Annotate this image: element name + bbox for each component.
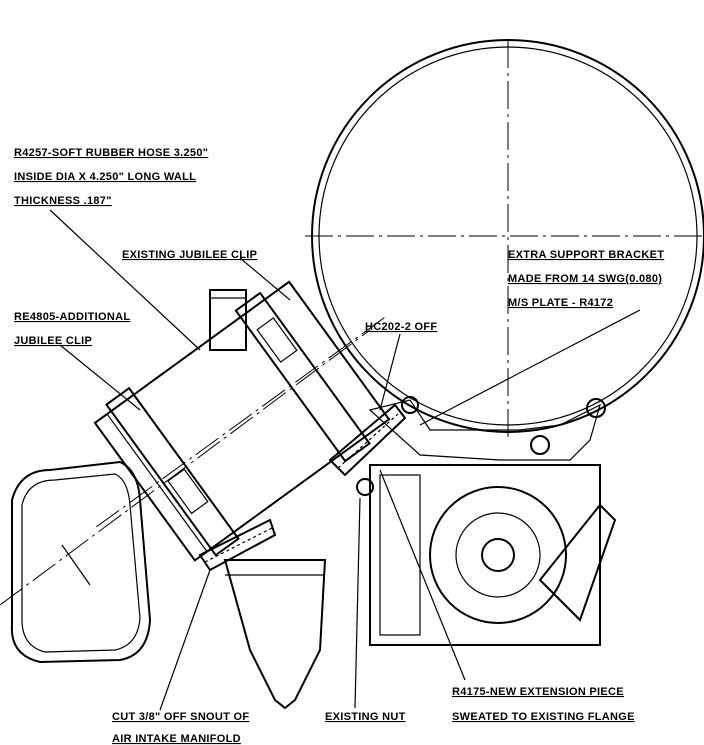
- svg-text:JUBILEE CLIP: JUBILEE CLIP: [14, 335, 92, 347]
- label-snout: CUT 3/8" OFF SNOUT OF AIR INTAKE MANIFOL…: [112, 711, 249, 745]
- leader-lines: [49, 209, 641, 711]
- clip-screw-top: [256, 317, 298, 363]
- label-bracket: EXTRA SUPPORT BRACKET MADE FROM 14 SWG(0…: [508, 249, 664, 309]
- label-hc202: HC202-2 OFF: [365, 321, 437, 333]
- svg-text:SWEATED TO EXISTING FLANGE: SWEATED TO EXISTING FLANGE: [452, 711, 635, 723]
- air-cleaner-canister: [305, 39, 704, 440]
- svg-text:RE4805-ADDITIONAL: RE4805-ADDITIONAL: [14, 311, 130, 323]
- svg-text:MADE FROM 14 SWG(0.080): MADE FROM 14 SWG(0.080): [508, 273, 662, 285]
- svg-text:R4175-NEW EXTENSION PIECE: R4175-NEW EXTENSION PIECE: [452, 686, 624, 698]
- svg-text:CUT 3/8" OFF SNOUT OF: CUT 3/8" OFF SNOUT OF: [112, 711, 249, 723]
- carburettor-body: [356, 464, 617, 646]
- label-existing-nut: EXISTING NUT: [325, 711, 406, 723]
- outlet-flange: [538, 503, 617, 622]
- existing-nut: [356, 478, 374, 496]
- float-chamber: [223, 559, 327, 710]
- svg-text:R4257-SOFT RUBBER HOSE 3.250": R4257-SOFT RUBBER HOSE 3.250": [14, 147, 208, 159]
- vertical-pipe-stub: [209, 289, 247, 351]
- svg-text:INSIDE DIA X 4.250" LONG WALL: INSIDE DIA X 4.250" LONG WALL: [14, 171, 196, 183]
- svg-text:M/S PLATE - R4172: M/S PLATE - R4172: [508, 297, 613, 309]
- label-hose: R4257-SOFT RUBBER HOSE 3.250" INSIDE DIA…: [14, 147, 208, 207]
- svg-text:EXTRA SUPPORT BRACKET: EXTRA SUPPORT BRACKET: [508, 249, 664, 261]
- label-additional-clip: RE4805-ADDITIONAL JUBILEE CLIP: [14, 311, 130, 347]
- svg-text:THICKNESS .187": THICKNESS .187": [14, 195, 112, 207]
- hatched-adapter: [198, 403, 407, 572]
- air-intake-snout: [0, 329, 371, 664]
- label-extension: R4175-NEW EXTENSION PIECE SWEATED TO EXI…: [452, 686, 635, 723]
- support-bracket: [368, 396, 606, 461]
- rubber-hose: [93, 280, 391, 562]
- label-existing-clip: EXISTING JUBILEE CLIP: [122, 249, 257, 261]
- clip-screw-bottom: [167, 468, 209, 515]
- svg-text:AIR INTAKE MANIFOLD: AIR INTAKE MANIFOLD: [112, 733, 241, 745]
